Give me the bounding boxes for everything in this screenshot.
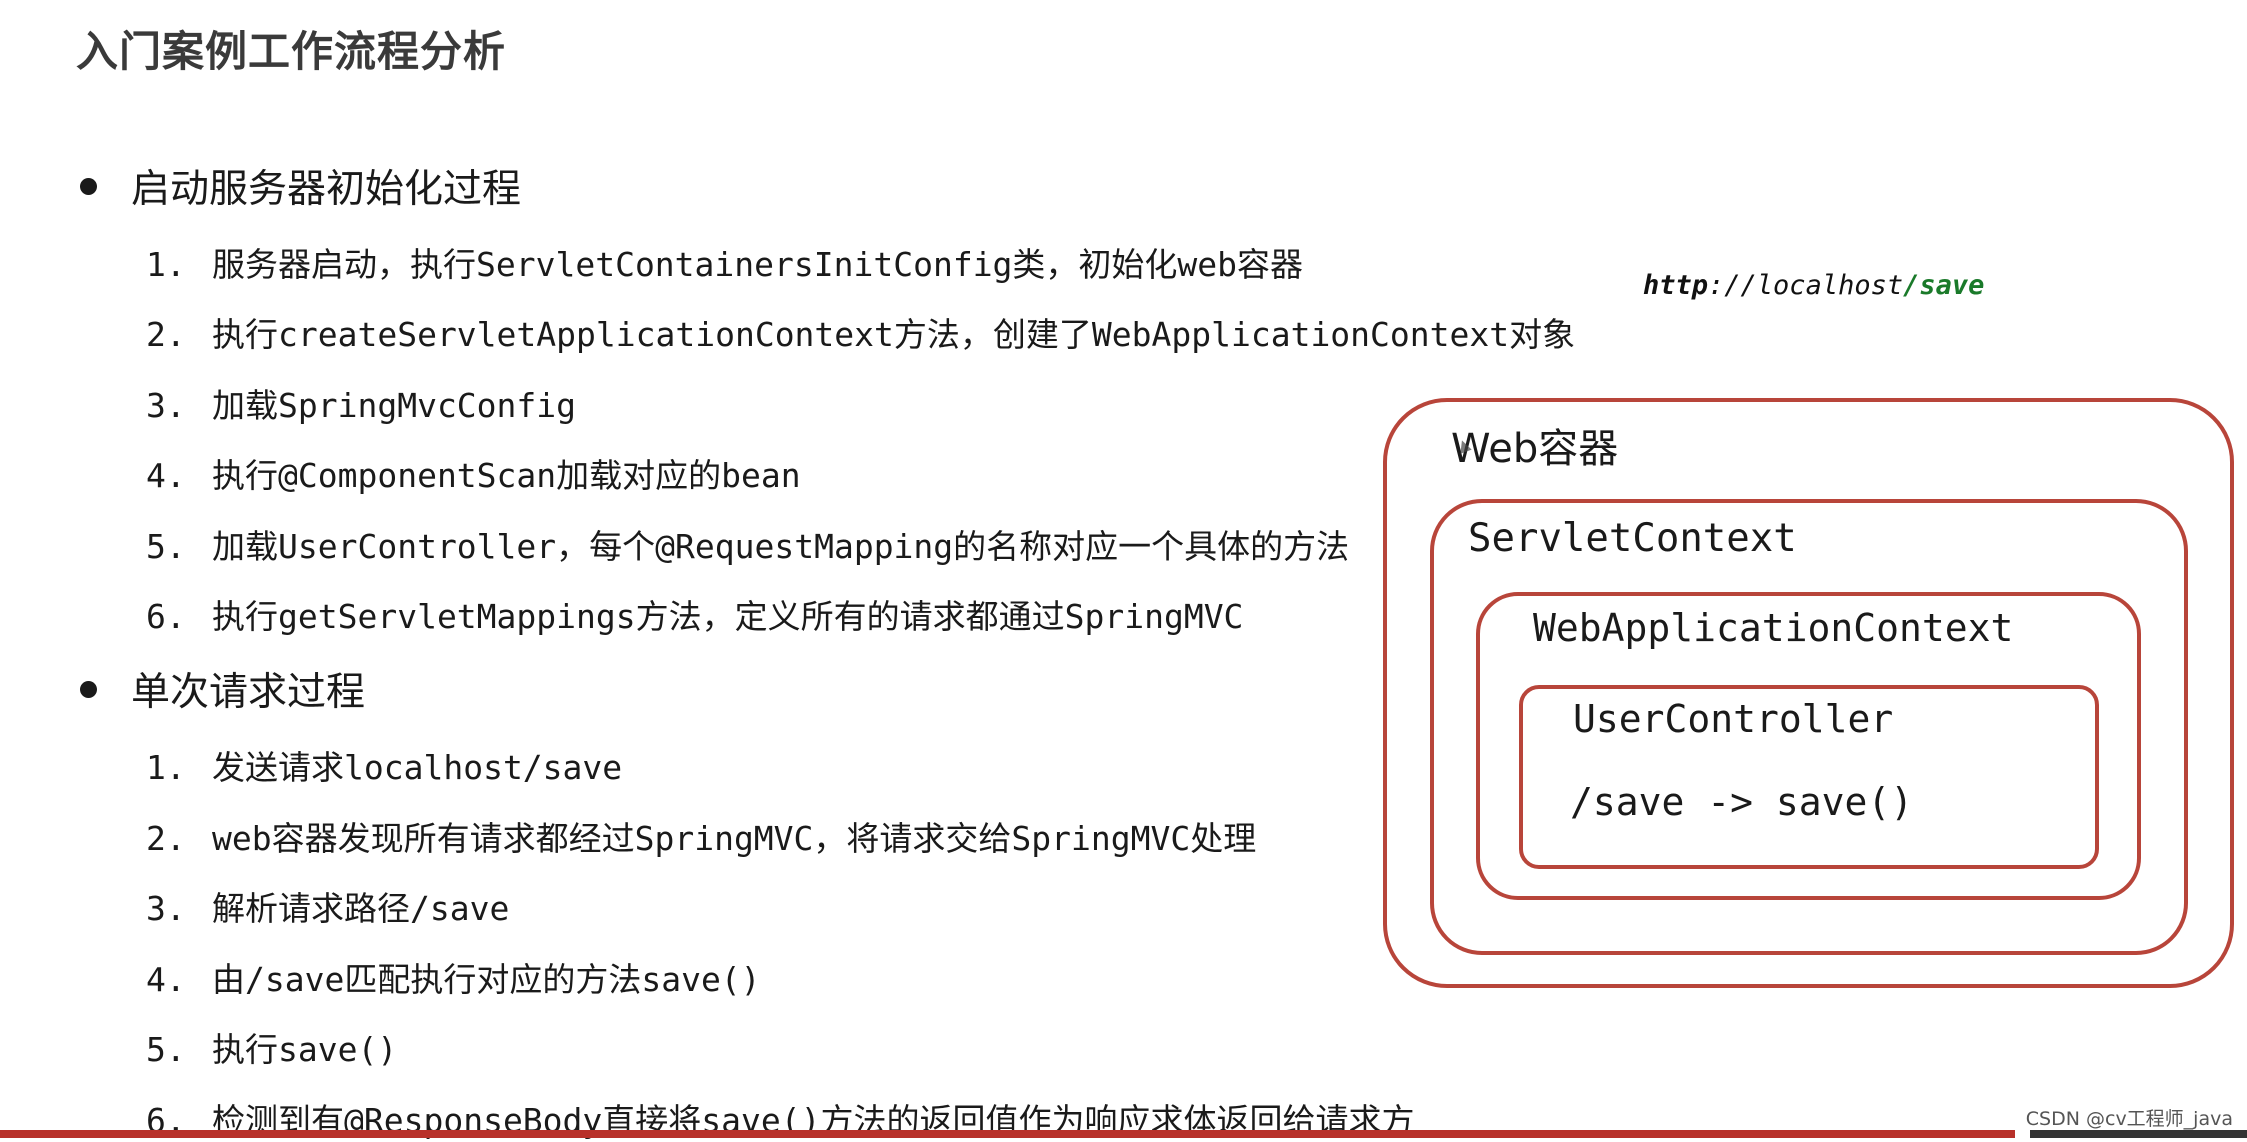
footer-bar <box>0 1130 2015 1138</box>
request-step-3: 3.解析请求路径/save <box>146 889 510 928</box>
request-step-4: 4.由/save匹配执行对应的方法save() <box>146 960 761 999</box>
section-heading-request: 单次请求过程 <box>76 661 365 717</box>
servlet-context-box <box>1430 499 2188 955</box>
request-step-1: 1.发送请求localhost/save <box>146 748 623 787</box>
section-heading-label: 单次请求过程 <box>131 670 366 715</box>
startup-step-4: 4.执行@ComponentScan加载对应的bean <box>146 456 801 495</box>
user-controller-label: UserController <box>1573 697 1894 741</box>
section-heading-label: 启动服务器初始化过程 <box>131 167 522 212</box>
bullet-icon <box>80 680 97 698</box>
footer-progress-bar <box>2030 1130 2247 1138</box>
web-container-box <box>1383 398 2234 988</box>
servlet-context-label: ServletContext <box>1468 516 1797 561</box>
web-container-label: Web容器 <box>1451 426 1619 472</box>
bullet-icon <box>80 177 97 195</box>
web-app-context-box <box>1476 592 2141 900</box>
slide-title: 入门案例工作流程分析 <box>76 27 507 76</box>
request-step-5: 5.执行save() <box>146 1030 398 1069</box>
startup-step-3: 3.加载SpringMvcConfig <box>146 386 577 425</box>
section-heading-startup: 启动服务器初始化过程 <box>76 158 521 214</box>
startup-step-1: 1.服务器启动，执行ServletContainersInitConfig类，初… <box>146 245 1304 284</box>
watermark: CSDN @cv工程师_java <box>2025 1108 2233 1130</box>
startup-step-5: 5.加载UserController，每个@RequestMapping的名称对… <box>146 527 1350 566</box>
web-app-context-label: WebApplicationContext <box>1533 606 2014 650</box>
request-step-2: 2.web容器发现所有请求都经过SpringMVC，将请求交给SpringMVC… <box>146 819 1257 858</box>
request-url: http://localhost/save <box>1643 270 1985 301</box>
user-controller-box <box>1519 685 2099 869</box>
save-mapping-label: /save -> save() <box>1570 780 1914 824</box>
startup-step-2: 2.执行createServletApplicationContext方法，创建… <box>146 315 1576 354</box>
startup-step-6: 6.执行getServletMappings方法，定义所有的请求都通过Sprin… <box>146 597 1244 636</box>
